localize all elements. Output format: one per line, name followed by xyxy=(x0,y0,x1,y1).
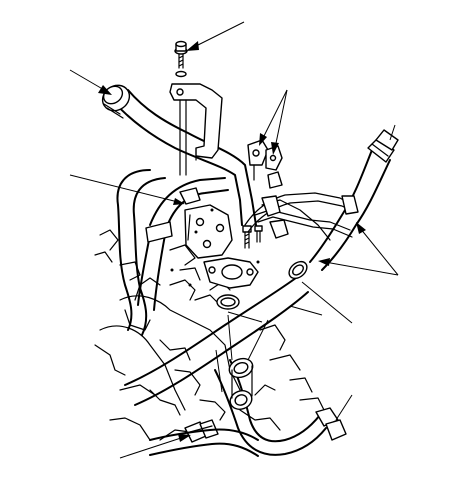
o-ring xyxy=(216,294,240,310)
sensor-bracket-left xyxy=(247,139,269,181)
hose-connector-bottom-right xyxy=(315,407,347,441)
callout-fuel-lines xyxy=(318,222,399,276)
callout-hose-clamp-mid-left xyxy=(69,174,185,205)
line-clip-bracket xyxy=(261,195,359,239)
flange-bolt xyxy=(174,40,188,78)
hose-cap xyxy=(101,84,131,119)
callout-leaders xyxy=(69,21,399,459)
small-connector xyxy=(179,187,201,205)
main-hose-lower xyxy=(124,274,309,406)
center-bolt-2 xyxy=(254,225,263,243)
detail-marks xyxy=(170,208,260,287)
throttle-body xyxy=(228,357,254,410)
callout-hose-clamp-bottom-left xyxy=(119,434,191,459)
callout-flange-bolt xyxy=(186,21,245,51)
callout-o-ring xyxy=(227,311,263,323)
callout-bottom-right-connector xyxy=(335,394,353,421)
intake-pipe-lower xyxy=(214,359,327,456)
bottom-hose xyxy=(149,428,259,457)
callout-hose-cap xyxy=(69,69,112,95)
callout-hose-end xyxy=(389,124,396,141)
hose-end-fitting xyxy=(367,129,399,163)
callout-main-hose xyxy=(289,305,323,316)
callout-throttle xyxy=(227,314,269,361)
connector-bracket xyxy=(184,204,233,259)
fuel-lines xyxy=(244,192,355,241)
hose-upper-left xyxy=(111,89,257,226)
mounting-bracket xyxy=(169,83,223,176)
callout-sensor-brackets xyxy=(259,89,288,155)
hose-connector-right xyxy=(288,260,308,280)
hose-upper-right xyxy=(309,149,391,271)
center-bolt xyxy=(242,225,252,249)
left-hose-bundle xyxy=(116,169,229,336)
pipe-fitting xyxy=(203,257,259,289)
callout-intake xyxy=(215,349,223,393)
hose-clamp-mid-left xyxy=(145,221,173,243)
callout-hose-connector xyxy=(301,281,353,324)
